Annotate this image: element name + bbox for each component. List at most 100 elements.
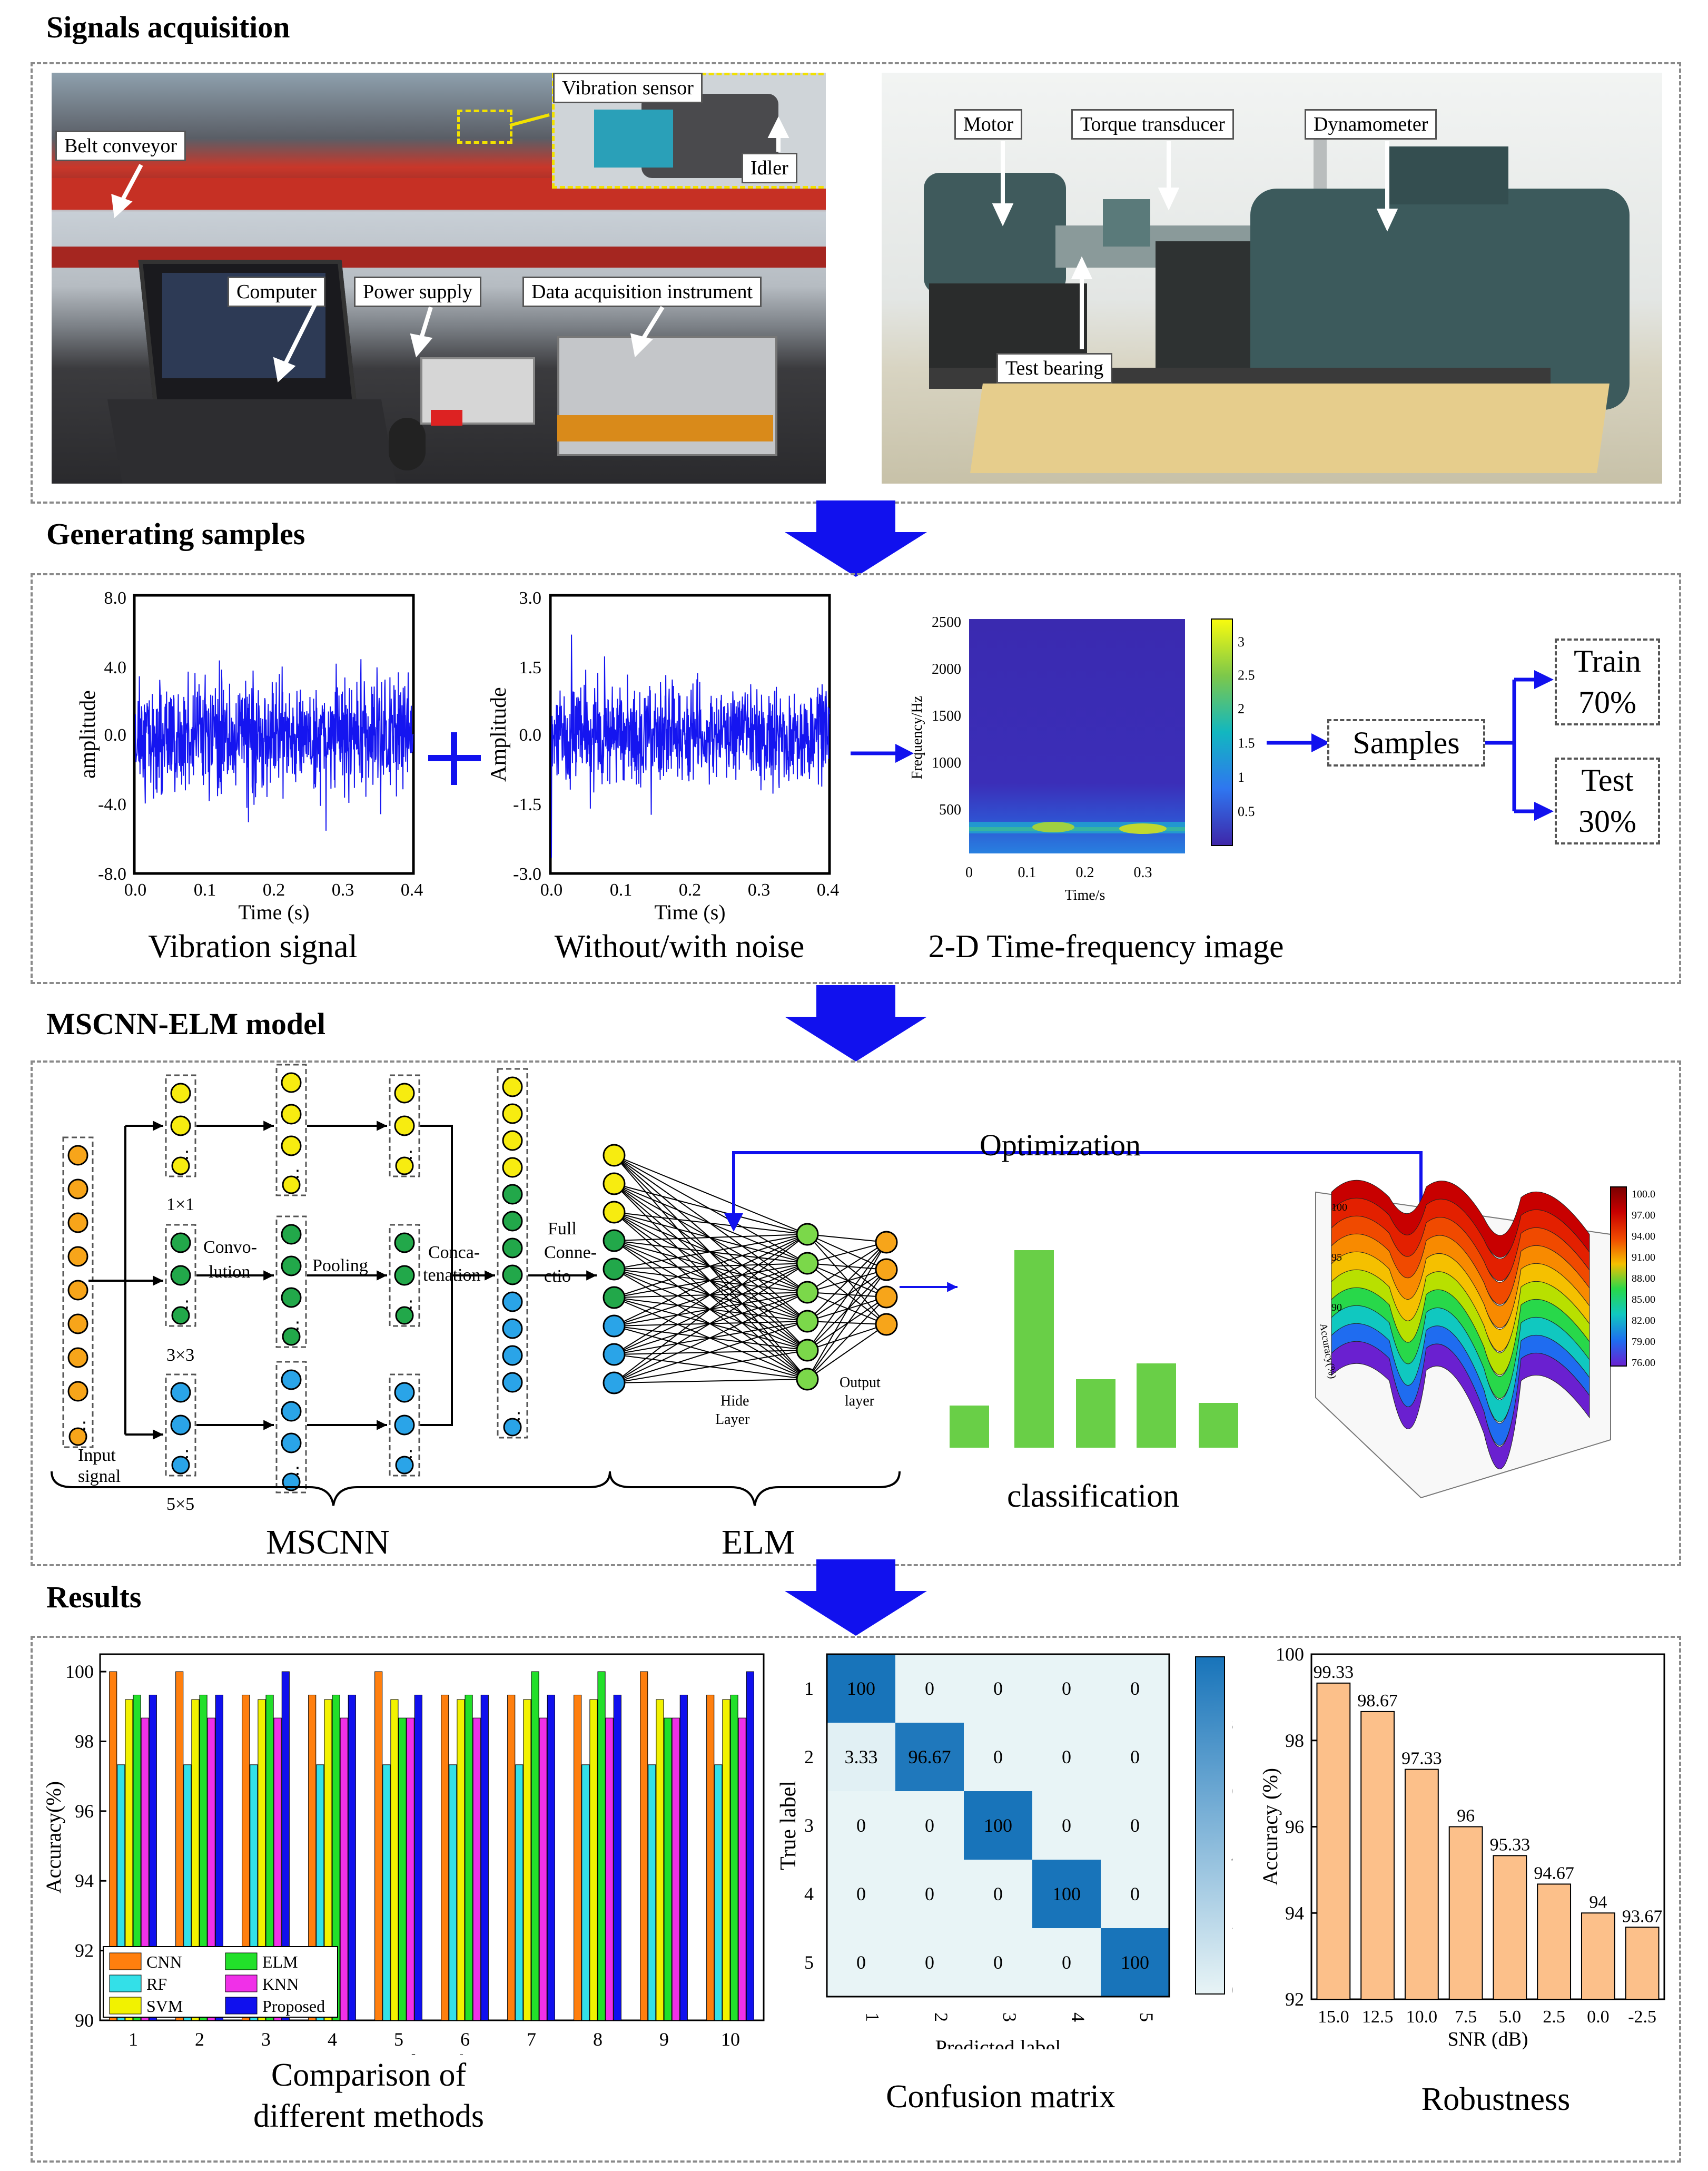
xtick: 0.3 xyxy=(1134,865,1152,881)
vibration-signal-plot: 8.0 4.0 0.0 -4.0 -8.0 0.0 0.1 0.2 0.3 0.… xyxy=(76,588,423,924)
surf-z-label: Accuracy(%) xyxy=(1317,1322,1338,1380)
bar-svm xyxy=(324,1699,332,2021)
samples-panel xyxy=(31,573,1681,984)
connection xyxy=(807,1324,887,1351)
surf-cb-tick: 76.00 xyxy=(1632,1357,1655,1369)
neuron xyxy=(603,1258,626,1281)
neuron xyxy=(67,1280,88,1301)
section-title-samples: Generating samples xyxy=(46,517,305,551)
neuron xyxy=(603,1314,626,1338)
connection xyxy=(807,1324,887,1380)
branch2-conv: ⋮ xyxy=(165,1224,196,1327)
neuron xyxy=(67,1347,88,1368)
xtick-label: 4 xyxy=(328,2029,337,2050)
legend-label: KNN xyxy=(262,1974,299,1993)
arrow-head xyxy=(153,1121,163,1131)
cm-value: 0 xyxy=(1062,1678,1071,1699)
cm-cell xyxy=(964,1654,1032,1723)
neuron xyxy=(282,1175,301,1194)
connection xyxy=(614,1234,808,1383)
y-axis-label: amplitude xyxy=(76,690,100,779)
surf-z-tick: 100 xyxy=(1331,1202,1347,1213)
neuron xyxy=(395,1156,414,1175)
xtick: 0 xyxy=(965,865,973,881)
neuron xyxy=(603,1371,626,1394)
classification-bars xyxy=(950,1250,1238,1448)
cm-value: 100 xyxy=(984,1815,1012,1836)
connection xyxy=(807,1242,887,1322)
bar-knn xyxy=(672,1717,680,2021)
xtick: 0.1 xyxy=(194,880,216,900)
tf-map xyxy=(969,619,1185,853)
connection xyxy=(807,1242,887,1380)
cm-value: 0 xyxy=(1130,1678,1140,1699)
split-arrows xyxy=(1485,670,1554,821)
bar-svm xyxy=(125,1699,133,2021)
neuron xyxy=(395,1456,414,1475)
connection xyxy=(614,1379,808,1383)
xtick: 0.1 xyxy=(1018,865,1036,881)
xtick-label: 12.5 xyxy=(1362,2007,1394,2027)
class-bar xyxy=(1076,1379,1115,1448)
neuron xyxy=(67,1145,88,1166)
bar-knn xyxy=(207,1717,215,2021)
arrow-head xyxy=(377,1121,387,1131)
ytick: 8.0 xyxy=(104,588,127,608)
ytick-label: 92 xyxy=(1285,1989,1304,2010)
bar-rf xyxy=(382,1764,391,2021)
y-ticks: 8.0 4.0 0.0 -4.0 -8.0 xyxy=(98,588,126,884)
tf-x-label: Time/s xyxy=(1065,887,1105,903)
ytick-label: 94 xyxy=(75,1870,94,1891)
neuron xyxy=(875,1285,898,1309)
bar-elm xyxy=(465,1694,473,2021)
neuron xyxy=(171,1306,190,1325)
neuron xyxy=(281,1224,302,1245)
bar-knn xyxy=(539,1717,547,2021)
robustness-chart: 1009896949299.3315.098.6712.597.3310.096… xyxy=(1258,1644,1665,2049)
neuron xyxy=(875,1258,898,1281)
arrow-head xyxy=(263,1270,274,1281)
bar-proposed xyxy=(215,1694,223,2021)
branch3-conv-out-box xyxy=(275,1361,307,1494)
bar-cnn xyxy=(308,1694,317,2021)
tf-energy-spot xyxy=(1119,823,1167,834)
cm-cell xyxy=(895,1928,964,1997)
xtick-label: 9 xyxy=(659,2029,669,2050)
bar-value-label: 94 xyxy=(1589,1892,1607,1912)
connection xyxy=(807,1234,887,1298)
x-ticks: 0.0 0.1 0.2 0.3 0.4 xyxy=(124,880,423,900)
cm-y-label: True label xyxy=(776,1781,801,1870)
neuron xyxy=(171,1456,190,1475)
arrow-head xyxy=(724,1213,743,1232)
signal-trace xyxy=(135,659,414,831)
branch2-conv-out: ⋮ xyxy=(275,1215,307,1348)
connection xyxy=(614,1321,808,1383)
ytick: 1000 xyxy=(932,755,961,771)
test-label: Test xyxy=(1581,763,1634,798)
input-column: ⋮ xyxy=(62,1136,94,1448)
bar-value-label: 99.33 xyxy=(1314,1663,1354,1682)
neuron xyxy=(502,1157,523,1178)
legend-label: Proposed xyxy=(262,1997,325,2016)
neuron xyxy=(875,1231,898,1254)
cm-cell xyxy=(895,1723,964,1791)
bar-value-label: 97.33 xyxy=(1401,1749,1442,1769)
connection xyxy=(807,1269,887,1380)
connection xyxy=(614,1350,808,1383)
classification-label: classification xyxy=(1007,1478,1180,1514)
connection xyxy=(614,1234,808,1270)
surf-z-tick: 95 xyxy=(1331,1252,1342,1263)
neuron xyxy=(394,1382,415,1403)
neuron xyxy=(394,1265,415,1286)
tf-caption: 2-D Time-frequency image xyxy=(928,929,1284,965)
arrow-head xyxy=(947,1282,957,1292)
test-box: Test 30% xyxy=(1555,758,1660,844)
neuron xyxy=(67,1381,88,1402)
cbtick: 2 xyxy=(1238,701,1245,716)
neuron xyxy=(502,1130,523,1151)
bar-proposed xyxy=(613,1694,621,2021)
tf-x-ticks: 0 0.1 0.2 0.3 xyxy=(965,865,1152,881)
bar-elm xyxy=(133,1694,141,2021)
neuron xyxy=(67,1212,88,1233)
